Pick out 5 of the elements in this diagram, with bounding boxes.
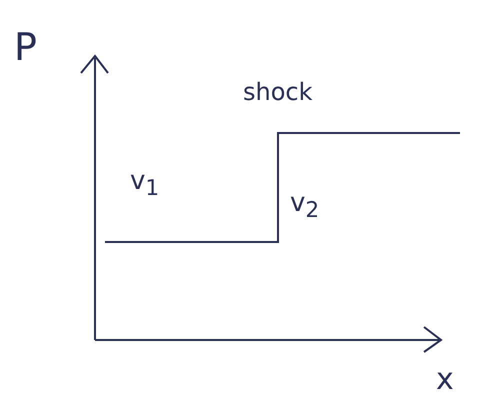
axis-label: P xyxy=(14,28,37,66)
region-label: v$_{2}$ xyxy=(290,190,320,222)
region-label: v$_{1}$ xyxy=(130,168,160,200)
shock-label: shock xyxy=(243,80,312,104)
axis-label: x xyxy=(436,365,454,395)
